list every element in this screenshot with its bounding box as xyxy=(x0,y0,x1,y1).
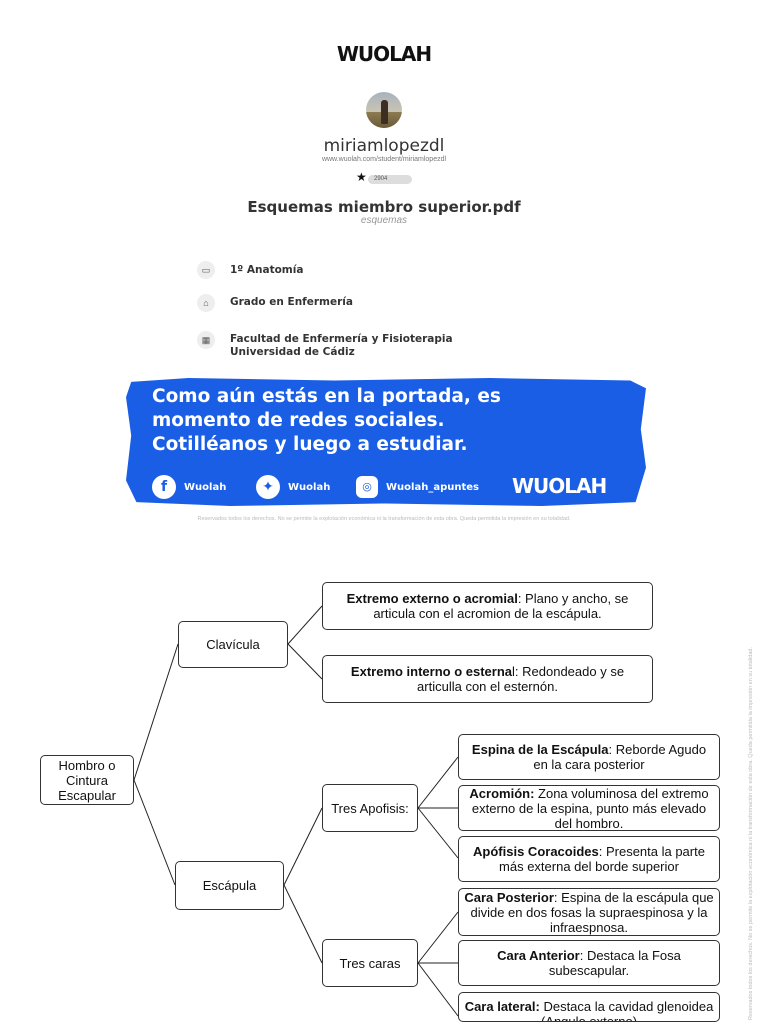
acromion-desc: Zona voluminosa del extremo externo de l… xyxy=(471,785,709,831)
score-badge: 2904 xyxy=(368,175,412,184)
document-category: esquemas xyxy=(360,215,408,226)
extremo-externo-term: Extremo externo o acromial xyxy=(346,591,518,606)
faculty-label: Facultad de Enfermería y Fisioterapia xyxy=(230,333,453,345)
root-node: Hombro o Cintura Escapular xyxy=(40,755,134,805)
acromion-term: Acromión: xyxy=(469,785,535,801)
acromion-node: Acromión: Zona voluminosa del extremo ex… xyxy=(458,785,720,831)
building-icon: ▦ xyxy=(197,331,215,349)
cara-posterior-desc: : Espina de la escápula que divide en do… xyxy=(470,889,714,935)
instagram-icon: ◎ xyxy=(356,476,378,498)
extremo-externo-node: Extremo externo o acromial: Plano y anch… xyxy=(322,582,653,630)
cara-posterior-node: Cara Posterior: Espina de la escápula qu… xyxy=(458,888,720,936)
user-url[interactable]: www.wuolah.com/student/miriamlopezdl xyxy=(321,156,447,163)
tres-apofisis-node: Tres Apofisis: xyxy=(322,784,418,832)
banner-line-1: Como aún estás en la portada, es xyxy=(152,386,501,407)
extremo-interno-desc: l: Redondeado y se articulla con el este… xyxy=(417,664,625,694)
facebook-link[interactable]: f Wuolah xyxy=(152,474,226,500)
banner-line-3: Cotilléanos y luego a estudiar. xyxy=(152,434,468,455)
degree-label: Grado en Enfermería xyxy=(230,296,353,308)
document-title: Esquemas miembro superior.pdf xyxy=(247,198,521,216)
twitter-link[interactable]: ✦ Wuolah xyxy=(256,474,330,500)
avatar[interactable] xyxy=(366,92,402,128)
cara-lateral-term: Cara lateral: xyxy=(464,999,540,1014)
social-banner: Como aún estás en la portada, es momento… xyxy=(126,378,646,506)
cara-posterior-term: Cara Posterior xyxy=(464,889,554,905)
root-label: Hombro o Cintura Escapular xyxy=(58,757,116,803)
banner-wuolah-logo: WUOLAH xyxy=(512,474,607,498)
tres-apofisis-label: Tres Apofisis: xyxy=(331,800,409,816)
cara-anterior-node: Cara Anterior: Destaca la Fosa subescapu… xyxy=(458,940,720,986)
cara-lateral-node: Cara lateral: Destaca la cavidad glenoid… xyxy=(458,992,720,1022)
escapula-label: Escápula xyxy=(202,878,257,893)
clavicula-node: Clavícula xyxy=(178,621,288,668)
extremo-interno-term: Extremo interno o esterna xyxy=(350,664,513,679)
twitter-label: Wuolah xyxy=(288,481,331,493)
coracoides-desc: : Presenta la parte más externa del bord… xyxy=(499,844,705,874)
subject-label: 1º Anatomía xyxy=(230,264,304,276)
wuolah-logo[interactable]: WUOLAH xyxy=(336,42,432,66)
university-label: Universidad de Cádiz xyxy=(230,346,355,358)
username[interactable]: miriamlopezdl xyxy=(323,136,445,156)
extremo-externo-desc: : Plano y ancho, se articula con el acro… xyxy=(373,591,629,621)
graduation-cap-icon: ⌂ xyxy=(197,294,215,312)
coracoides-node: Apófisis Coracoides: Presenta la parte m… xyxy=(458,836,720,882)
cara-lateral-desc: Destaca la cavidad glenoidea (Angulo ext… xyxy=(539,999,714,1022)
instagram-link[interactable]: ◎ Wuolah_apuntes xyxy=(356,474,479,500)
extremo-interno-node: Extremo interno o esternal: Redondeado y… xyxy=(322,655,653,703)
rights-notice: Reservados todos los derechos. No se per… xyxy=(197,516,571,522)
tres-caras-label: Tres caras xyxy=(339,955,401,971)
tres-caras-node: Tres caras xyxy=(322,939,418,987)
facebook-label: Wuolah xyxy=(184,481,227,493)
espina-desc: : Reborde Agudo en la cara posterior xyxy=(533,742,707,772)
escapula-node: Escápula xyxy=(175,861,284,910)
cara-anterior-term: Cara Anterior xyxy=(497,948,580,963)
facebook-icon: f xyxy=(152,475,176,499)
clavicula-label: Clavícula xyxy=(206,637,260,652)
banner-line-2: momento de redes sociales. xyxy=(152,410,445,431)
instagram-label: Wuolah_apuntes xyxy=(386,481,479,493)
star-icon: ★ xyxy=(356,170,367,184)
twitter-icon: ✦ xyxy=(256,475,280,499)
blackboard-icon: ▭ xyxy=(197,261,215,279)
espina-term: Espina de la Escápula xyxy=(471,742,609,757)
espina-node: Espina de la Escápula: Reborde Agudo en … xyxy=(458,734,720,780)
coracoides-term: Apófisis Coracoides xyxy=(473,844,599,859)
cara-anterior-desc: : Destaca la Fosa subescapular. xyxy=(548,948,681,978)
